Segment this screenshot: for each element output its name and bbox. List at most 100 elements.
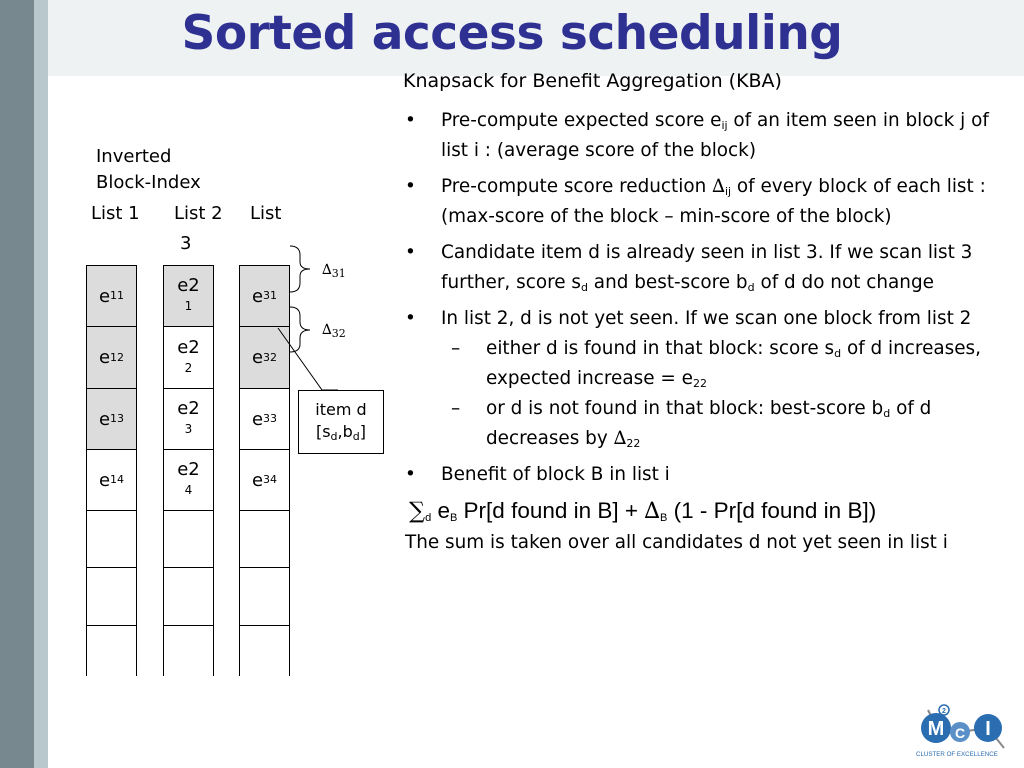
bullet-benefit: • Benefit of block B in list i	[405, 460, 1017, 490]
list2-block-empty	[164, 511, 213, 568]
brace-delta32	[289, 306, 311, 353]
cell-text: e	[98, 469, 111, 491]
bullet-symbol: •	[405, 110, 416, 131]
subscript: 32	[331, 327, 346, 340]
bullet-symbol: •	[405, 176, 416, 197]
cell-text-small: 1	[184, 299, 193, 313]
bullet-symbol: •	[405, 308, 416, 329]
bullet-text: Pre-compute score reduction	[441, 176, 713, 197]
sub-bullet-text: or d is not found in that block: best-sc…	[486, 398, 884, 419]
bullet-expected-score: • Pre-compute expected score eij of an i…	[405, 106, 1017, 166]
dash-symbol: –	[451, 338, 461, 359]
delta-symbol: ∆	[712, 176, 725, 197]
subscript: 31	[331, 267, 346, 280]
formula-text: e	[431, 498, 450, 523]
dash-symbol: –	[451, 398, 461, 419]
callout-line: [sd,bd]	[299, 421, 383, 443]
index-label-line: Inverted	[96, 146, 172, 167]
list2-block-empty	[164, 568, 213, 626]
sum-symbol: ∑	[409, 498, 426, 524]
cell-text: e	[251, 408, 264, 430]
sidebar-light-stripe	[34, 0, 48, 768]
formula-text: Pr[d found in B] +	[457, 498, 645, 523]
cell-text: e	[98, 285, 111, 307]
delta32-label: ∆32	[322, 322, 346, 340]
bullet-text: Candidate item d is already seen in list…	[441, 242, 973, 293]
item-d-callout: item d [sd,bd]	[298, 390, 384, 454]
cell-text: e	[98, 408, 111, 430]
cell-text: e2	[177, 336, 200, 358]
index-label-line: Block-Index	[96, 172, 201, 193]
bullet-symbol: •	[405, 464, 416, 485]
bullet-candidate-seen: • Candidate item d is already seen in li…	[405, 238, 1017, 298]
list1-block-empty	[87, 568, 136, 626]
sub-bullet-text: of d increases, expected increase = e	[486, 338, 981, 389]
bullet-list2-unseen: • In list 2, d is not yet seen. If we sc…	[405, 304, 1017, 334]
list3-label: List	[250, 203, 282, 224]
brace-delta31	[289, 245, 311, 293]
subscript: ij	[721, 119, 728, 132]
subscript: d	[580, 281, 588, 294]
logo-caption: CLUSTER OF EXCELLENCE	[916, 751, 998, 758]
title-band	[48, 0, 1024, 76]
list1-label: List 1	[91, 203, 140, 224]
subscript: d	[883, 407, 891, 420]
sub-bullet-found: – either d is found in that block: score…	[405, 334, 1017, 394]
bullet-text: Pre-compute expected score e	[441, 110, 722, 131]
mmci-logo: M 2 C I CLUSTER OF EXCELLENCE	[916, 704, 1005, 758]
cell-text-small: 3	[184, 422, 193, 436]
cell-text: e2	[177, 459, 200, 480]
list1-block-empty	[87, 511, 136, 568]
callout-line: item d	[315, 400, 367, 419]
callout-text: ]	[359, 422, 367, 441]
sub-bullet-text: either d is found in that block: score s	[486, 338, 835, 359]
cell-text-small: 4	[184, 483, 193, 497]
bullet-list: • Pre-compute expected score eij of an i…	[405, 106, 1017, 558]
cell-text: e2	[177, 275, 200, 296]
delta-symbol: ∆	[322, 322, 332, 338]
logo-c: C	[955, 725, 965, 741]
list2-label: List 2	[174, 203, 223, 224]
cell-text: e2	[177, 398, 200, 419]
logo-sup: 2	[942, 708, 946, 715]
bullet-text: of d do not change	[754, 272, 934, 293]
cell-text: e	[251, 347, 264, 368]
subscript: ij	[724, 185, 732, 198]
cell-text: e	[251, 285, 264, 307]
bullet-text: and best-score b	[587, 272, 748, 293]
logo-m: M	[928, 718, 945, 740]
subscript: d	[330, 430, 338, 443]
bullet-score-reduction: • Pre-compute score reduction ∆ij of eve…	[405, 172, 1017, 232]
subscript: d	[425, 512, 432, 524]
slide-title: Sorted access scheduling	[181, 6, 843, 61]
subscript: B	[449, 512, 458, 524]
list3-label-number: 3	[180, 233, 192, 254]
cell-text: e	[98, 347, 111, 368]
bullet-text: Benefit of block B in list i	[441, 464, 670, 485]
subscript: d	[352, 430, 360, 443]
sub-bullet-text: of d decreases by	[486, 398, 932, 449]
logo-i: I	[985, 718, 991, 740]
subscript: 22	[692, 377, 707, 390]
cell-text: e	[251, 469, 264, 491]
delta31-label: ∆31	[322, 262, 346, 280]
delta-symbol: ∆	[322, 262, 332, 278]
subscript: B	[660, 512, 668, 524]
list3-block-empty	[240, 511, 289, 568]
callout-text: [s	[315, 422, 331, 441]
sidebar-dark-stripe	[0, 0, 34, 768]
delta-symbol: ∆	[644, 498, 661, 524]
bullet-text: of every block of each list : (max-score…	[441, 176, 986, 227]
subscript: d	[747, 281, 755, 294]
